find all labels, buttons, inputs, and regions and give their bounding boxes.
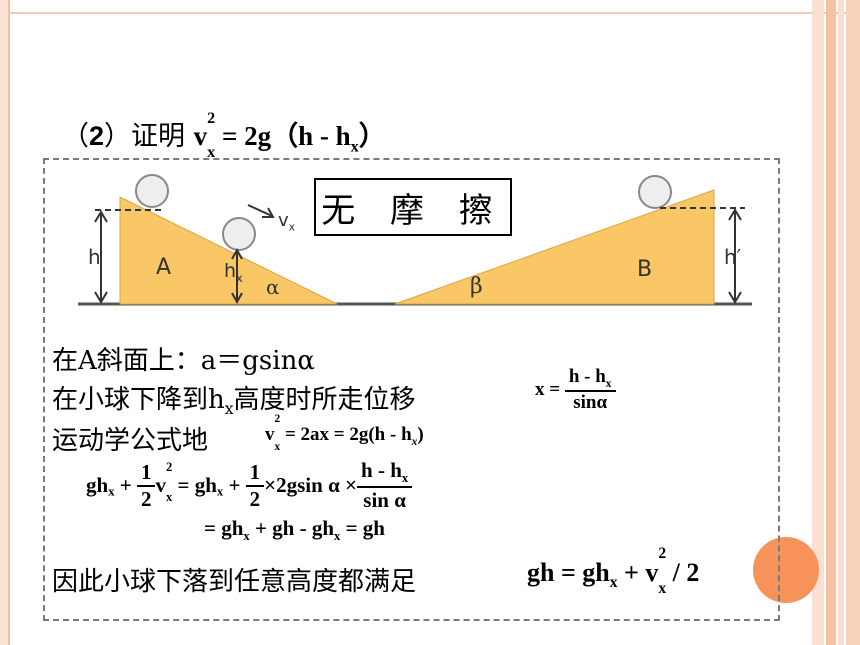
line-acceleration: 在A斜面上：a＝gsinα [52, 346, 315, 376]
ball-top-a [135, 174, 169, 208]
line-displacement: 在小球下降到hx高度时所走位移 [52, 385, 416, 419]
slope-b [394, 189, 715, 305]
slope-a [119, 196, 338, 305]
decor-stripe [826, 0, 836, 645]
line-kinematics: 运动学公式地 [52, 426, 209, 456]
decor-circle [753, 537, 819, 603]
height-label-hx: hx [224, 260, 243, 285]
ball-top-b [638, 175, 672, 209]
height-label-h: h [88, 245, 101, 269]
slide-left-border [0, 0, 10, 645]
incline-diagram [78, 174, 752, 306]
decor-stripe [838, 0, 844, 645]
ball-mid-a [222, 217, 256, 251]
content-box [43, 158, 780, 621]
slope-a-label: A [156, 255, 172, 280]
line-conclusion: 因此小球下落到任意高度都满足 [52, 567, 417, 597]
eq-energy-line2: = ghx + gh - ghx = gh [204, 516, 385, 544]
slide-top-border [0, 0, 860, 14]
decor-stripe [846, 0, 860, 645]
velocity-label: vx [278, 210, 296, 234]
height-label-hprime: h′ [724, 245, 742, 269]
angle-alpha-label: α [266, 275, 280, 299]
slope-b-label: B [637, 257, 653, 282]
velocity-arrow [247, 204, 273, 217]
angle-beta-label: β [470, 274, 483, 299]
frictionless-label: 无 摩 擦 [314, 178, 512, 236]
decor-stripe [812, 0, 824, 645]
